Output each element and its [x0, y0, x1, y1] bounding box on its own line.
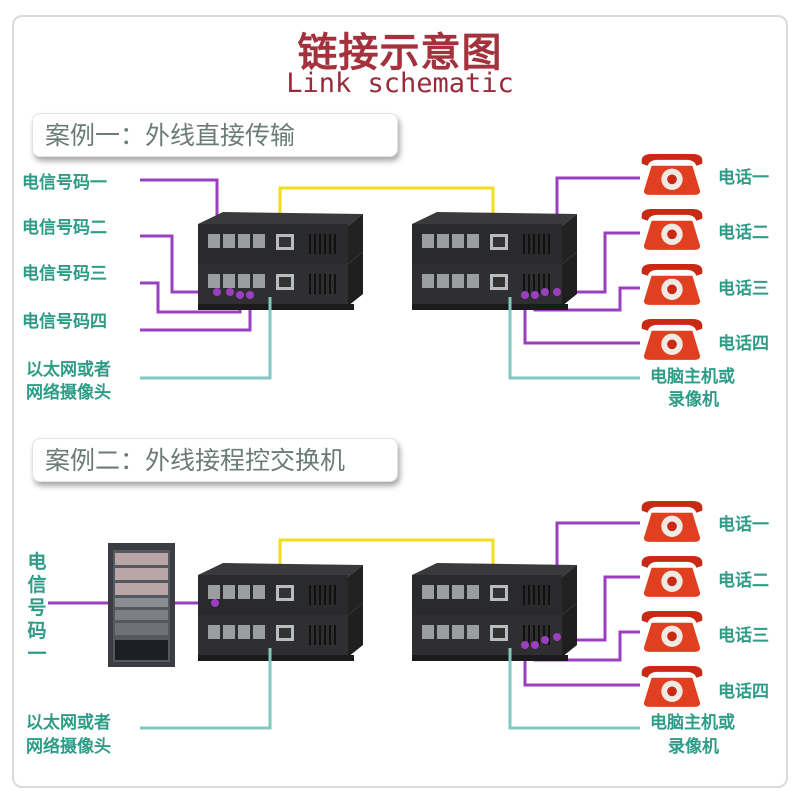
- pbx-rack-cabinet: [108, 543, 175, 667]
- case1-line-label-4: 电信号码四: [22, 312, 107, 332]
- case1-ethernet-label-2: 网络摄像头: [26, 383, 111, 403]
- case1-heading: 案例一：外线直接传输: [32, 113, 398, 157]
- case1-ethernet-label-1: 以太网或者: [26, 360, 111, 380]
- case1-line-label-1: 电信号码一: [22, 173, 107, 193]
- rotary-telephone-icon: [641, 209, 703, 250]
- converter-right-1: [412, 212, 578, 311]
- case2-line-char-4: 码: [27, 620, 47, 642]
- case2-phone-label-2: 电话二: [718, 571, 769, 591]
- case1-phone-label-2: 电话二: [718, 223, 769, 243]
- case1-computer-label-1: 电脑主机或: [650, 367, 735, 387]
- rotary-telephone-icon: [641, 611, 703, 652]
- fiber-link-1: [278, 186, 495, 224]
- page-title: 链接示意图: [297, 30, 503, 76]
- rotary-telephone-icon: [641, 154, 703, 195]
- case1-computer-label-2: 录像机: [668, 390, 719, 410]
- rotary-telephone-icon: [641, 556, 703, 597]
- case2-line-char-3: 号: [27, 597, 47, 619]
- case1-phone-label-4: 电话四: [718, 334, 769, 354]
- port-dots-1: [213, 288, 561, 299]
- case2-ethernet-label-1: 以太网或者: [26, 713, 111, 733]
- case2-phone-label-1: 电话一: [718, 515, 769, 535]
- rotary-telephone-icon: [641, 501, 703, 542]
- fiber-link-2: [278, 538, 495, 575]
- case2-line-char-5: 一: [27, 643, 47, 665]
- converter-left-2: [198, 563, 364, 662]
- case1-line-label-3: 电信号码三: [22, 264, 107, 284]
- case1-phone-label-3: 电话三: [718, 279, 769, 299]
- port-dots-2: [211, 599, 561, 649]
- page-subtitle: Link schematic: [286, 68, 514, 99]
- case1-line-label-2: 电信号码二: [22, 218, 107, 238]
- rotary-telephone-icon: [641, 666, 703, 707]
- case2-line-char-1: 电: [27, 551, 47, 573]
- case2-line-char-2: 信: [27, 574, 47, 596]
- case2-heading: 案例二：外线接程控交换机: [32, 438, 398, 482]
- phone-line-1-4: [523, 295, 640, 345]
- case2-phone-label-4: 电话四: [718, 682, 769, 702]
- case2-computer-label-2: 录像机: [668, 737, 719, 757]
- converter-left-1: [198, 212, 364, 311]
- case2-phone-label-3: 电话三: [718, 626, 769, 646]
- rotary-telephone-icon: [641, 264, 703, 305]
- case2-computer-label-1: 电脑主机或: [650, 713, 735, 733]
- case2-ethernet-label-2: 网络摄像头: [26, 737, 111, 757]
- rotary-telephone-icon: [641, 319, 703, 360]
- converter-right-2: [412, 563, 578, 662]
- case1-phone-label-1: 电话一: [718, 168, 769, 188]
